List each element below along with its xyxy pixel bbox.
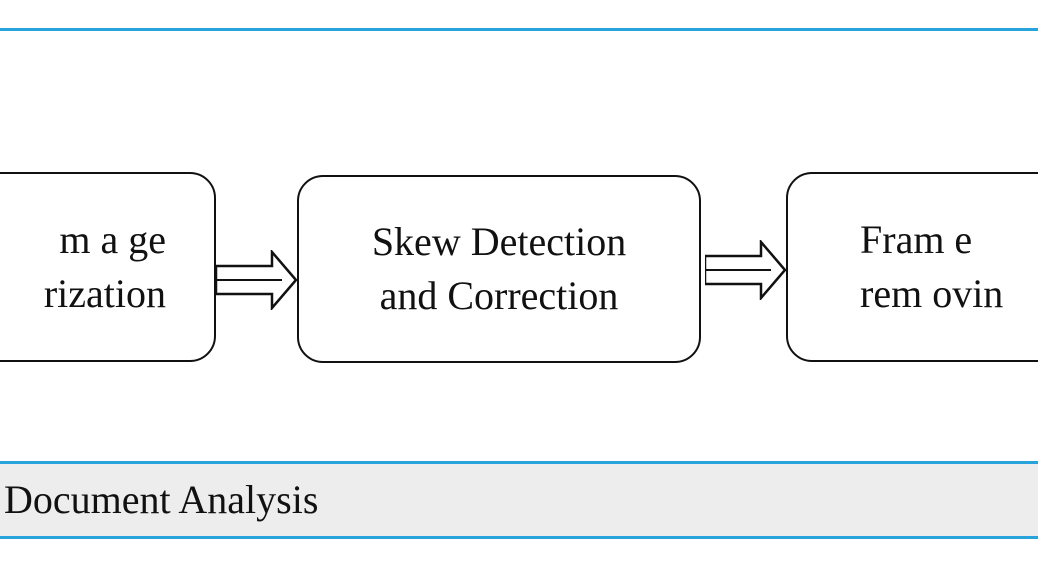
step-label: m a ge rization [43,217,166,316]
section-label: Document Analysis [4,477,319,522]
section-band [0,464,1038,536]
step-label: Skew Detection and Correction [371,219,627,318]
step-box-skew-detection: Skew Detection and Correction [297,175,701,363]
step-label: Fram e rem ovin [860,217,1004,316]
step-box-binarization: m a ge rization [0,172,216,362]
section-rule-bottom [0,536,1038,539]
double-arrow-icon [705,240,787,300]
top-rule [0,28,1038,31]
step-box-frame-removing: Fram e rem ovin [786,172,1038,362]
section-rule-top [0,461,1038,464]
double-arrow-icon [216,250,298,310]
